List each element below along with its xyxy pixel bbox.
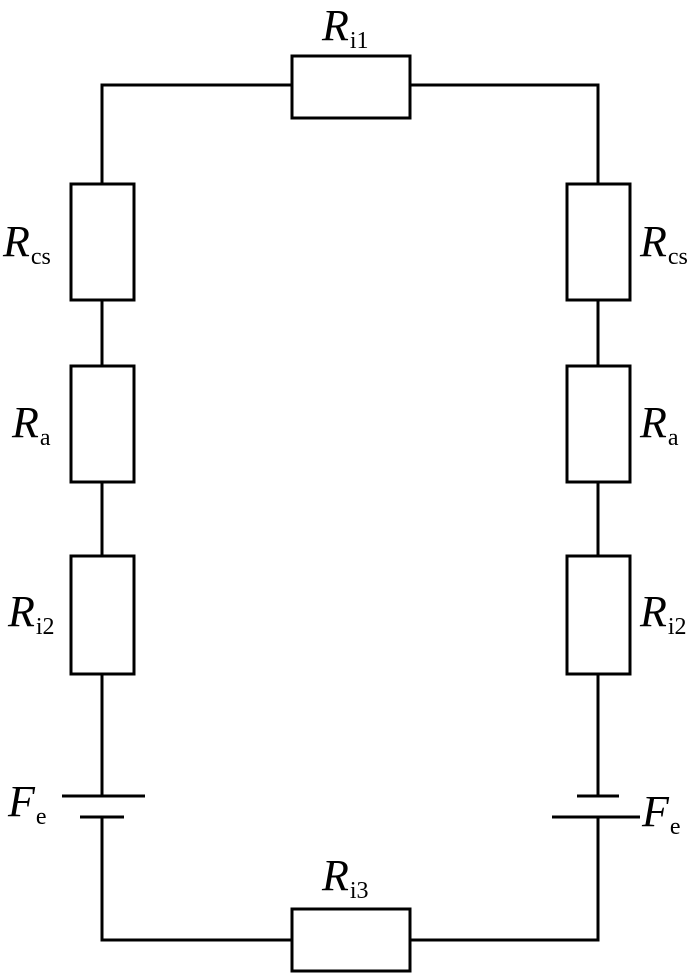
label-left-ri2: Ri2 xyxy=(8,587,55,640)
resistor-ri3 xyxy=(290,907,412,973)
label-left-fe-subscript: e xyxy=(35,804,47,830)
label-ri3-symbol: R xyxy=(322,851,349,900)
label-left-rcs-symbol: R xyxy=(3,217,30,266)
label-right-fe-subscript: e xyxy=(669,814,681,840)
label-left-ra: Ra xyxy=(12,398,51,451)
label-right-ra-subscript: a xyxy=(667,425,679,451)
label-ri3-subscript: i3 xyxy=(349,878,369,904)
label-ri1: Ri1 xyxy=(322,1,369,54)
resistor-right-rcs xyxy=(565,182,632,302)
label-ri1-subscript: i1 xyxy=(349,28,369,54)
label-right-ra-symbol: R xyxy=(640,398,667,447)
resistor-ri1 xyxy=(290,54,412,120)
label-left-ri2-symbol: R xyxy=(8,587,35,636)
resistor-left-rcs xyxy=(69,182,136,302)
resistor-right-ri2 xyxy=(565,554,632,676)
label-right-rcs: Rcs xyxy=(640,217,688,270)
resistor-left-ri2 xyxy=(69,554,136,676)
resistor-right-ra xyxy=(565,364,632,484)
label-right-ri2-subscript: i2 xyxy=(667,614,687,640)
label-right-ri2-symbol: R xyxy=(640,587,667,636)
label-left-ri2-subscript: i2 xyxy=(35,614,55,640)
label-right-ri2: Ri2 xyxy=(640,587,687,640)
label-left-fe-symbol: F xyxy=(8,777,35,826)
sources xyxy=(62,794,640,819)
label-right-rcs-subscript: cs xyxy=(667,244,688,270)
label-left-ra-subscript: a xyxy=(39,425,51,451)
resistors xyxy=(69,54,632,973)
label-ri1-symbol: R xyxy=(322,1,349,50)
label-left-rcs: Rcs xyxy=(3,217,51,270)
wires xyxy=(100,83,600,942)
label-right-fe: Fe xyxy=(642,787,681,840)
label-right-rcs-symbol: R xyxy=(640,217,667,266)
resistor-left-ra xyxy=(69,364,136,484)
label-right-fe-symbol: F xyxy=(642,787,669,836)
label-left-ra-symbol: R xyxy=(12,398,39,447)
label-left-fe: Fe xyxy=(8,777,47,830)
label-ri3: Ri3 xyxy=(322,851,369,904)
label-left-rcs-subscript: cs xyxy=(30,244,51,270)
label-right-ra: Ra xyxy=(640,398,679,451)
